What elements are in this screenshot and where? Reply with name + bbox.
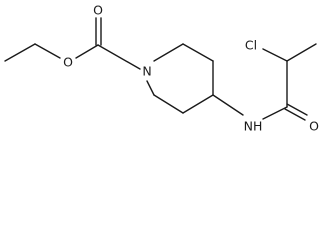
bond-nh-amidec: [262, 106, 288, 120]
atom-carbonyl-oxygen: O: [93, 3, 103, 18]
bond-amide-double-b: [284, 108, 306, 121]
chemical-structure-diagram: O O N NH O Cl: [4, 3, 319, 134]
bond-ch2-o: [34, 43, 61, 59]
atom-ester-oxygen: O: [63, 55, 73, 70]
atom-chlorine: Cl: [245, 38, 257, 53]
bond-ring-c4-c5: [182, 94, 214, 114]
atom-labels: O O N NH O Cl: [63, 3, 319, 134]
bond-ring-c2-c3: [182, 43, 214, 62]
bond-chcl-cl: [262, 48, 288, 62]
bond-amide-double-a: [286, 103, 308, 116]
atom-amide-oxygen: O: [309, 119, 319, 134]
bond-ring-c6-n: [146, 80, 155, 96]
bond-chcl-ch3: [286, 43, 317, 62]
bond-ring-c5-c6: [153, 94, 184, 114]
bond-ring-n-c2: [153, 43, 184, 62]
atom-ring-nitrogen: N: [142, 64, 151, 79]
bond-carbonylc-n: [97, 44, 141, 70]
bonds: [4, 17, 317, 121]
bond-c4-nh: [212, 94, 244, 116]
atom-amide-nh: NH: [244, 119, 263, 134]
bond-o-carbonylc: [75, 44, 99, 59]
bond-ch3-ch2: [4, 43, 36, 62]
